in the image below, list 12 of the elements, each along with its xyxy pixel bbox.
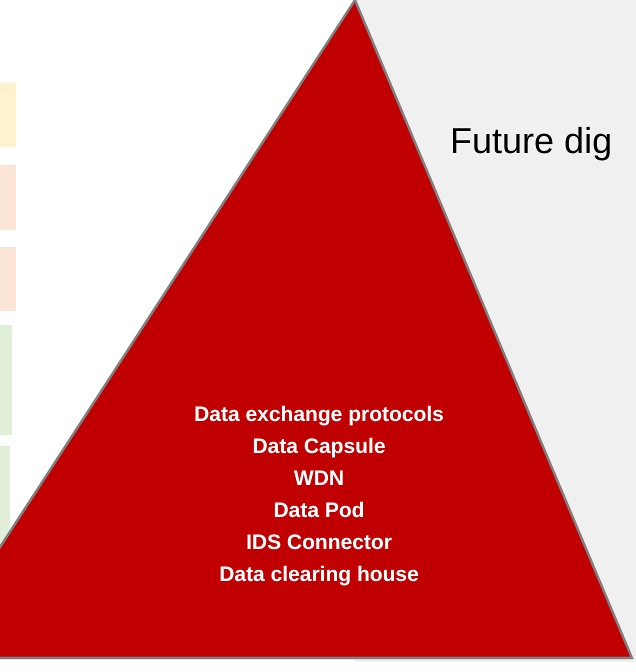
- heading-text: Future dig: [450, 120, 612, 162]
- side-box: [0, 446, 10, 546]
- term-text: IDS Connector: [246, 531, 392, 554]
- side-box: [0, 165, 16, 230]
- side-box: [0, 325, 12, 435]
- term-text: Data exchange protocols: [194, 403, 444, 426]
- term-text: Data Capsule: [252, 435, 386, 458]
- side-box: [0, 247, 16, 311]
- term-text: WDN: [294, 467, 344, 490]
- side-box: [0, 83, 16, 147]
- term-text: Data Pod: [273, 499, 364, 522]
- term-text: Data clearing house: [219, 563, 419, 586]
